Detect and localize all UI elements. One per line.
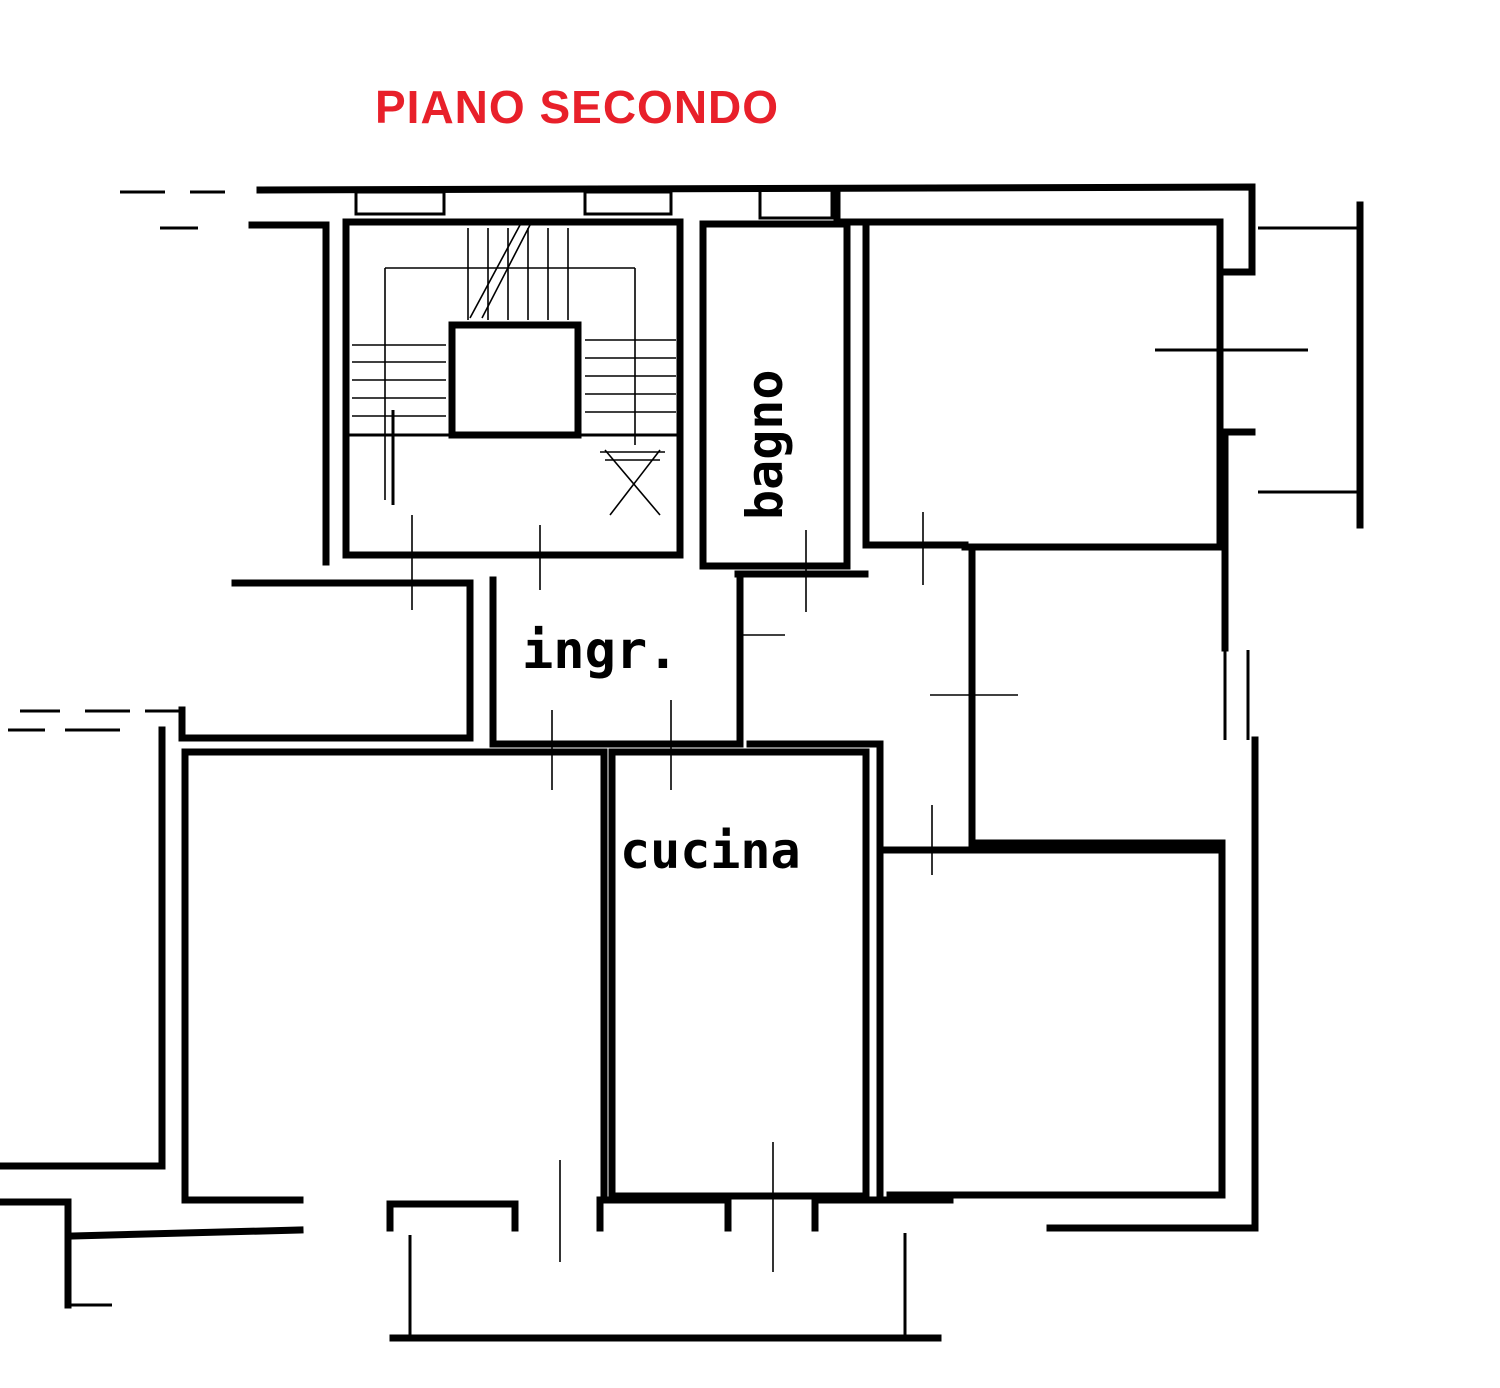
- small-room-walls: [930, 546, 1250, 847]
- living-room-walls: [181, 748, 608, 1204]
- balcony-right: [1258, 201, 1364, 529]
- outer-walls: [0, 183, 1259, 1309]
- door-marks: [411, 512, 933, 1272]
- top-windows: [354, 188, 834, 220]
- stair-block: [342, 218, 684, 559]
- kitchen-walls: [608, 748, 870, 1200]
- balcony-bottom: [70, 1233, 942, 1342]
- entrance-walls: [489, 576, 785, 748]
- plan-title: PIANO SECONDO: [375, 81, 780, 133]
- bathroom-walls: [699, 220, 869, 578]
- stair-treads: [352, 224, 676, 516]
- room-label-kitchen: cucina: [620, 822, 801, 880]
- bedroom-top-right-walls: [833, 186, 1308, 551]
- neighbour-outlines: [8, 190, 225, 732]
- room-label-entrance: ingr.: [522, 621, 679, 681]
- corridor-walls: [746, 740, 1226, 1199]
- room-label-bathroom: bagno: [736, 369, 794, 520]
